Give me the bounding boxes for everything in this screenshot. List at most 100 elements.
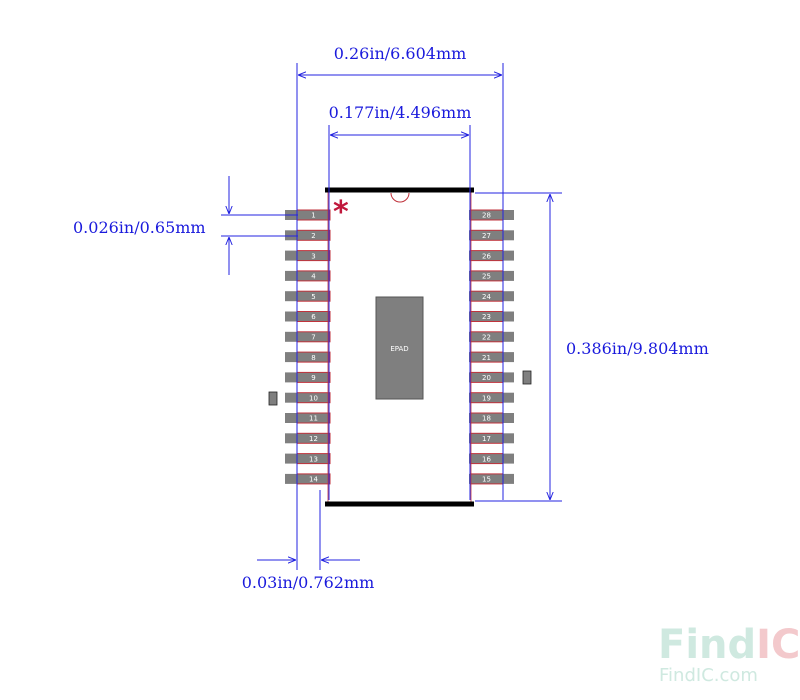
pin-number-label: 27	[482, 232, 491, 240]
watermark-logo: FindIC	[658, 622, 800, 668]
left-pad: 12	[285, 432, 331, 444]
dim-body-width-label: 0.177in/4.496mm	[329, 103, 472, 122]
right-pad-shape	[469, 311, 514, 322]
pin1-notch	[390, 192, 410, 203]
right-pad: 25	[469, 270, 514, 282]
pin-number-label: 9	[311, 374, 315, 382]
right-pad: 16	[469, 453, 514, 465]
left-pad-shape	[285, 453, 330, 464]
pin-number-label: 17	[482, 435, 491, 443]
pin-number-label: 10	[309, 394, 318, 402]
dim-height: 0.386in/9.804mm	[475, 192, 709, 502]
right-pad: 26	[469, 250, 514, 262]
left-pad-shape	[285, 311, 330, 322]
right-pad: 19	[469, 392, 514, 404]
dim-height-label: 0.386in/9.804mm	[566, 339, 709, 358]
pin-number-label: 11	[309, 415, 318, 423]
pin-number-label: 16	[482, 455, 491, 463]
right-pad: 23	[469, 311, 514, 322]
left-pad: 4	[285, 270, 331, 282]
right-pad-shape	[469, 210, 514, 220]
pin-number-label: 12	[309, 435, 318, 443]
pin-number-label: 23	[482, 313, 491, 321]
left-pad-shape	[285, 291, 330, 302]
pin-number-label: 7	[311, 334, 315, 342]
pin-number-label: 13	[309, 455, 318, 463]
pin-number-label: 8	[311, 354, 315, 362]
left-pad-shape	[285, 413, 330, 423]
left-pad: 11	[285, 412, 331, 424]
left-pad-shape	[285, 210, 330, 220]
dim-body-width: 0.177in/4.496mm	[328, 103, 472, 500]
dim-total-width: 0.26in/6.604mm	[296, 44, 504, 570]
right-pad-shape	[469, 270, 514, 281]
findic-watermark: FindIC FindIC.com	[658, 622, 800, 686]
left-pad: 9	[285, 371, 331, 383]
dim-pitch: 0.026in/0.65mm	[73, 176, 298, 275]
right-pad: 27	[469, 229, 514, 241]
right-pad-shape	[469, 230, 514, 241]
right-pad: 15	[469, 473, 514, 485]
pin-number-label: 25	[482, 273, 491, 281]
pin-number-label: 20	[482, 374, 491, 382]
left-pad: 7	[285, 331, 331, 343]
left-pad: 14	[285, 473, 331, 485]
epad-label: EPAD	[390, 345, 408, 353]
left-pad-shape	[285, 473, 330, 484]
left-pad: 2	[285, 229, 331, 241]
pin-number-label: 19	[482, 394, 491, 402]
right-pad: 18	[469, 412, 514, 424]
left-pad: 6	[285, 311, 331, 322]
right-pad-shape	[469, 372, 514, 383]
left-pad: 13	[285, 453, 331, 465]
pin1-marker: *	[333, 195, 349, 230]
left-pad: 8	[285, 351, 331, 363]
right-pad-shape	[469, 291, 514, 302]
right-pad-row: 28 27 26 25 24 23 22 21 20 19 18 17 16 15	[469, 209, 514, 485]
pin-number-label: 4	[311, 273, 316, 281]
left-pad-shape	[285, 230, 330, 241]
watermark-url: FindIC.com	[659, 665, 758, 686]
left-pad-shape	[285, 331, 330, 342]
left-pad-shape	[285, 433, 330, 444]
pin-number-label: 15	[482, 476, 491, 484]
left-pad: 10	[285, 392, 331, 404]
pin-number-label: 6	[311, 313, 316, 321]
right-pad-shape	[469, 392, 514, 403]
pin-number-label: 2	[311, 232, 315, 240]
right-pad-shape	[469, 413, 514, 423]
pin-number-label: 26	[482, 252, 491, 260]
right-pad: 22	[469, 331, 514, 343]
left-pad-shape	[285, 250, 330, 261]
dim-pitch-label: 0.026in/0.65mm	[73, 218, 206, 237]
left-pad-shape	[285, 352, 330, 363]
dim-pad-width: 0.03in/0.762mm	[242, 490, 374, 592]
right-pad-shape	[469, 473, 514, 484]
pin-number-label: 18	[482, 415, 491, 423]
left-side-marker	[268, 391, 278, 406]
left-pad: 5	[285, 290, 331, 302]
left-pad-shape	[285, 392, 330, 403]
right-pad-shape	[469, 331, 514, 342]
right-pad-shape	[469, 250, 514, 261]
pin-number-label: 5	[311, 293, 315, 301]
left-pad-shape	[285, 372, 330, 383]
right-side-marker	[522, 370, 532, 385]
right-pad: 20	[469, 371, 514, 383]
exposed-pad	[375, 296, 424, 400]
pin-number-label: 21	[482, 354, 491, 362]
pin-number-label: 3	[311, 252, 315, 260]
right-pad: 17	[469, 432, 514, 444]
right-pad-shape	[469, 453, 514, 464]
right-pad-shape	[469, 352, 514, 363]
pin-number-label: 14	[309, 476, 318, 484]
left-pad-shape	[285, 270, 330, 281]
pin-number-label: 1	[311, 212, 315, 220]
pin-number-label: 28	[482, 212, 491, 220]
right-pad: 21	[469, 351, 514, 363]
pin-number-label: 24	[482, 293, 491, 301]
right-pad-shape	[469, 433, 514, 444]
dim-total-width-label: 0.26in/6.604mm	[334, 44, 467, 63]
